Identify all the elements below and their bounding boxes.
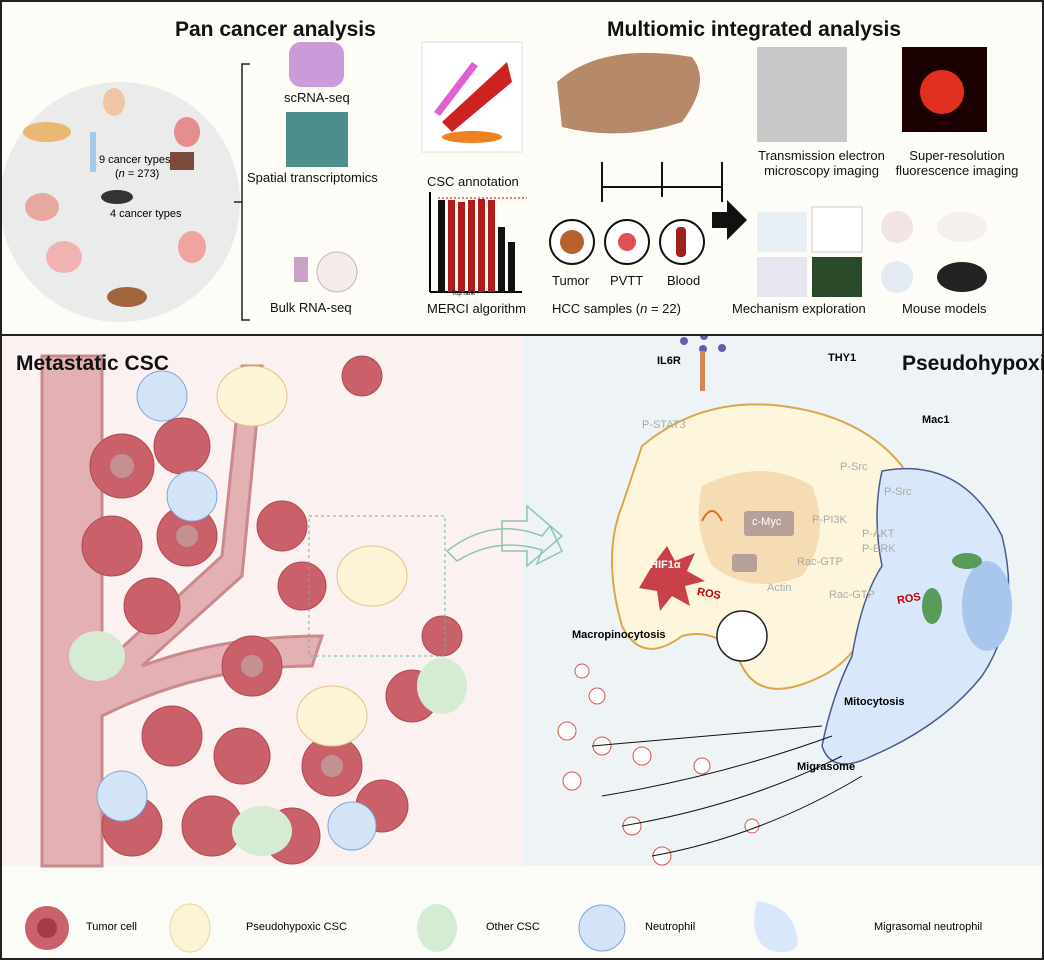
mac1-label: Mac1 xyxy=(922,414,950,426)
mechanism-label: Mechanism exploration xyxy=(732,301,866,316)
bottom-panel: Metastatic CSC Pseudohypoxia IL6R THY1 M… xyxy=(0,334,1044,960)
hcc-samples-label: HCC samples (n = 22) xyxy=(552,301,681,316)
pstat3-label: P-STAT3 xyxy=(642,419,686,431)
migrasome-label: Migrasome xyxy=(797,761,856,773)
legend-neutrophil-icon xyxy=(578,904,626,952)
pseudohypoxic-cscs xyxy=(216,365,408,747)
hif1a-label: HIF1α xyxy=(650,559,681,571)
legend-csc-icon xyxy=(169,903,211,953)
tem-label: Transmission electron microscopy imaging xyxy=(758,148,885,178)
liver-thumb xyxy=(557,52,700,134)
pan-cancer-title: Pan cancer analysis xyxy=(175,18,376,41)
legend-label: Migrasomal neutrophil xyxy=(874,921,983,933)
method-label: scRNA-seq xyxy=(284,90,350,105)
sample-label: PVTT xyxy=(610,273,644,288)
ppi3k-label: P-PI3K xyxy=(812,514,847,526)
cancer-types-label: 9 cancer types xyxy=(99,154,171,166)
il6r-label: IL6R xyxy=(657,355,681,367)
legend-label: Other CSC xyxy=(486,921,540,933)
tumor-nuclei xyxy=(110,454,343,777)
thy1-label: THY1 xyxy=(828,352,857,364)
tem-thumb xyxy=(757,47,847,142)
multiomic-title: Multiomic integrated analysis xyxy=(607,18,902,41)
legend-label: Tumor cell xyxy=(86,921,137,933)
csc-annotation-label: CSC annotation xyxy=(427,174,519,189)
zoom-box xyxy=(308,515,446,657)
legend-migrasomal-neutrophil-icon xyxy=(754,901,798,952)
mouse-cancer-types-label: 4 cancer types xyxy=(110,208,182,220)
actin-label: Actin xyxy=(767,582,792,594)
spatial-thumb xyxy=(286,112,348,167)
hif1a-star xyxy=(639,546,705,611)
il6-ligands xyxy=(680,336,726,353)
other-cscs xyxy=(69,631,467,856)
connector-arrow xyxy=(445,524,563,566)
retraction-fibers xyxy=(591,725,863,857)
merci-axis-label: Top rank xyxy=(452,291,476,297)
legend: Tumor cell Pseudohypoxic CSC Other CSC N… xyxy=(2,866,1042,958)
dish-thumb xyxy=(316,251,358,293)
psrc-neutrophil-label: P-Src xyxy=(884,486,912,498)
perk-label: P-ERK xyxy=(862,543,896,555)
umap-thumb xyxy=(289,42,344,87)
merci-bars xyxy=(429,192,527,293)
neutrophils xyxy=(96,370,377,851)
racgtp-label: Rac-GTP xyxy=(797,556,843,568)
legend-label: Neutrophil xyxy=(645,921,696,933)
il6r-receptor xyxy=(700,351,705,391)
psrc-label: P-Src xyxy=(840,461,868,473)
top-graphics xyxy=(2,41,987,322)
merci-label: MERCI algorithm xyxy=(427,301,526,316)
sample-label: Blood xyxy=(667,273,701,288)
legend-other-csc-icon xyxy=(417,904,457,952)
pseudohypoxia-title: Pseudohypoxia xyxy=(902,352,1044,375)
zoom-arrow xyxy=(501,504,564,568)
organ-icons xyxy=(23,88,206,307)
blood-vessel xyxy=(40,354,325,868)
legend-label: Pseudohypoxic CSC xyxy=(246,921,347,933)
csc-cell-right xyxy=(611,403,915,690)
top-panel: Pan cancer analysis Multiomic integrated… xyxy=(0,0,1044,336)
racgtp-neutrophil-label: Rac-GTP xyxy=(829,589,875,601)
sample-label: Tumor xyxy=(552,273,590,288)
mouse-models-label: Mouse models xyxy=(902,301,987,316)
migrasomes xyxy=(557,663,760,866)
fluor-label: Super-resolution fluorescence imaging xyxy=(895,148,1019,178)
macropinocytosis-label: Macropinocytosis xyxy=(572,629,666,641)
pakt-label: P-AKT xyxy=(862,528,895,540)
method-label: Bulk RNA-seq xyxy=(270,300,352,315)
cmyc-label: c-Myc xyxy=(752,516,782,528)
bottom-graphics xyxy=(40,336,1012,868)
neutrophil-right xyxy=(821,467,1012,765)
big-arrow xyxy=(712,200,747,240)
cancer-n-label: (n = 273) xyxy=(115,168,160,180)
method-label: Spatial transcriptomics xyxy=(247,170,378,185)
metastatic-csc-title: Metastatic CSC xyxy=(16,352,169,375)
mitocytosis-label: Mitocytosis xyxy=(844,696,905,708)
